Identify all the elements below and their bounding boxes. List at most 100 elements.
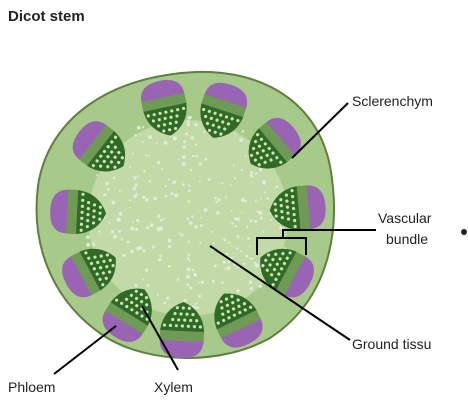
- pith-speckle: [198, 295, 201, 298]
- label-phloem: Phloem: [8, 379, 55, 395]
- pith-speckle: [216, 211, 220, 215]
- pith-speckle: [158, 258, 162, 262]
- pith-speckle: [211, 231, 213, 233]
- pith-speckle: [157, 294, 159, 296]
- pith-speckle: [243, 263, 246, 266]
- pith-speckle: [173, 136, 177, 140]
- pith-speckle: [188, 253, 191, 256]
- pith-speckle: [266, 197, 269, 200]
- pith-speckle: [249, 245, 251, 247]
- pith-speckle: [260, 198, 262, 200]
- pith-speckle: [159, 254, 162, 257]
- pith-speckle: [186, 120, 190, 124]
- pith-speckle: [136, 219, 139, 222]
- pith-speckle: [164, 141, 168, 145]
- pith-speckle: [255, 263, 259, 267]
- pith-speckle: [157, 215, 160, 218]
- pith-speckle: [214, 264, 217, 267]
- pith-speckle: [137, 126, 141, 130]
- pith-speckle: [118, 230, 121, 233]
- pith-speckle: [236, 289, 239, 292]
- pith-speckle: [174, 193, 178, 197]
- pith-speckle: [259, 285, 262, 288]
- pith-speckle: [119, 190, 121, 192]
- pith-speckle: [132, 221, 134, 223]
- pith-speckle: [214, 197, 217, 200]
- pith-speckle: [259, 168, 263, 172]
- pith-speckle: [255, 172, 258, 175]
- pith-speckle: [142, 126, 144, 128]
- pith-speckle: [231, 210, 233, 212]
- pith-speckle: [192, 269, 195, 272]
- pith-speckle: [96, 174, 98, 176]
- pith-speckle: [240, 250, 242, 252]
- pith-speckle: [178, 158, 180, 160]
- diagram-title: Dicot stem: [8, 8, 85, 25]
- pith-speckle: [161, 168, 163, 170]
- pith-speckle: [136, 193, 138, 195]
- pith-speckle: [187, 200, 190, 203]
- pith-speckle: [196, 307, 199, 310]
- label-xylem: Xylem: [154, 379, 193, 395]
- pith-speckle: [130, 250, 134, 254]
- pith-speckle: [190, 169, 193, 172]
- pith-speckle: [129, 166, 131, 168]
- pith-speckle: [132, 187, 136, 191]
- pith-speckle: [199, 162, 202, 165]
- pith-speckle: [228, 242, 230, 244]
- pith-speckle: [233, 256, 235, 258]
- pith-speckle: [135, 134, 137, 136]
- pith-speckle: [198, 282, 200, 284]
- pith-speckle: [245, 155, 247, 157]
- pith-speckle: [241, 212, 243, 214]
- phloem-leader: [54, 326, 116, 374]
- pith-speckle: [146, 284, 149, 287]
- pith-speckle: [105, 182, 108, 185]
- pith-speckle: [113, 177, 116, 180]
- pith-speckle: [236, 247, 239, 250]
- pith-speckle: [236, 235, 239, 238]
- pith-speckle: [165, 185, 167, 187]
- pith-speckle: [143, 170, 146, 173]
- pith-speckle: [172, 180, 176, 184]
- pith-speckle: [160, 220, 162, 222]
- pith-speckle: [258, 211, 262, 215]
- pith-speckle: [165, 195, 168, 198]
- pith-speckle: [143, 141, 145, 143]
- pith-speckle: [231, 222, 234, 225]
- pith-speckle: [145, 269, 148, 272]
- pith-speckle: [230, 184, 232, 186]
- pith-speckle: [129, 207, 131, 209]
- pith-speckle: [166, 297, 169, 300]
- pith-speckle: [145, 198, 149, 202]
- pith-speckle: [180, 233, 183, 236]
- pith-speckle: [217, 198, 221, 202]
- pith-speckle: [117, 218, 120, 221]
- pith-speckle: [133, 176, 137, 180]
- label-vascular-line2: bundle: [386, 231, 428, 247]
- pith-speckle: [215, 201, 217, 203]
- pith-speckle: [188, 184, 191, 187]
- pith-speckle: [182, 183, 185, 186]
- pith-speckle: [134, 284, 137, 287]
- pith-speckle: [113, 235, 117, 239]
- pith-speckle: [212, 280, 215, 283]
- pith-speckle: [235, 225, 237, 227]
- pith-speckle: [152, 245, 155, 248]
- pith-speckle: [183, 300, 185, 302]
- pith-speckle: [203, 131, 205, 133]
- pith-speckle: [234, 133, 236, 135]
- pith-speckle: [149, 180, 152, 183]
- pith-speckle: [249, 280, 253, 284]
- pith-speckle: [208, 178, 211, 181]
- pith-speckle: [223, 260, 226, 263]
- pith-speckle: [122, 254, 125, 257]
- pith-speckle: [137, 176, 139, 178]
- pith-speckle: [185, 132, 188, 135]
- pith-speckle: [251, 258, 253, 260]
- pith-speckle: [189, 260, 191, 262]
- pith-speckle: [200, 224, 203, 227]
- pith-speckle: [132, 153, 134, 155]
- pith-speckle: [204, 208, 208, 212]
- pith-speckle: [275, 185, 278, 188]
